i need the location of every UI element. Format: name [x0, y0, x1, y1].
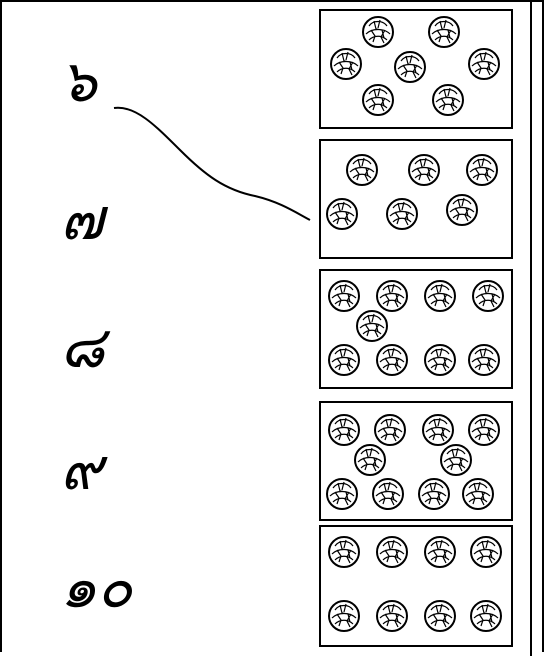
soccer-ball-icon — [424, 344, 456, 376]
soccer-ball-icon — [394, 51, 426, 83]
soccer-ball-icon — [328, 280, 360, 312]
soccer-ball-icon — [386, 198, 418, 230]
soccer-ball-icon — [328, 414, 360, 446]
soccer-ball-icon — [462, 478, 494, 510]
counting-box-1[interactable] — [319, 9, 513, 129]
soccer-ball-icon — [424, 600, 456, 632]
soccer-ball-icon — [470, 536, 502, 568]
counting-box-4[interactable] — [319, 401, 513, 521]
soccer-ball-icon — [356, 310, 388, 342]
numeral-6[interactable]: ๖ — [60, 47, 97, 115]
soccer-ball-icon — [328, 536, 360, 568]
soccer-ball-icon — [432, 84, 464, 116]
soccer-ball-icon — [466, 154, 498, 186]
soccer-ball-icon — [468, 344, 500, 376]
soccer-ball-icon — [446, 194, 478, 226]
soccer-ball-icon — [374, 414, 406, 446]
soccer-ball-icon — [440, 444, 472, 476]
soccer-ball-icon — [376, 536, 408, 568]
soccer-ball-icon — [372, 478, 404, 510]
soccer-ball-icon — [468, 414, 500, 446]
soccer-ball-icon — [470, 600, 502, 632]
soccer-ball-icon — [330, 48, 362, 80]
soccer-ball-icon — [424, 280, 456, 312]
soccer-ball-icon — [408, 154, 440, 186]
soccer-ball-icon — [376, 344, 408, 376]
soccer-ball-icon — [354, 444, 386, 476]
matching-line — [113, 106, 311, 221]
numeral-8[interactable]: ๘ — [60, 313, 105, 381]
soccer-ball-icon — [422, 414, 454, 446]
soccer-ball-icon — [362, 16, 394, 48]
soccer-ball-icon — [472, 280, 504, 312]
counting-box-5[interactable] — [319, 525, 513, 647]
soccer-ball-icon — [326, 198, 358, 230]
right-margin-line — [530, 0, 532, 656]
counting-box-3[interactable] — [319, 269, 513, 389]
soccer-ball-icon — [328, 600, 360, 632]
soccer-ball-icon — [326, 478, 358, 510]
numeral-9[interactable]: ๙ — [60, 435, 103, 503]
soccer-ball-icon — [424, 536, 456, 568]
soccer-ball-icon — [376, 600, 408, 632]
counting-box-2[interactable] — [319, 139, 513, 259]
soccer-ball-icon — [346, 154, 378, 186]
soccer-ball-icon — [428, 16, 460, 48]
soccer-ball-icon — [376, 280, 408, 312]
soccer-ball-icon — [328, 344, 360, 376]
numeral-7[interactable]: ๗ — [60, 185, 104, 253]
numeral-10[interactable]: ๑๐ — [60, 553, 133, 621]
soccer-ball-icon — [362, 84, 394, 116]
soccer-ball-icon — [468, 48, 500, 80]
soccer-ball-icon — [418, 478, 450, 510]
